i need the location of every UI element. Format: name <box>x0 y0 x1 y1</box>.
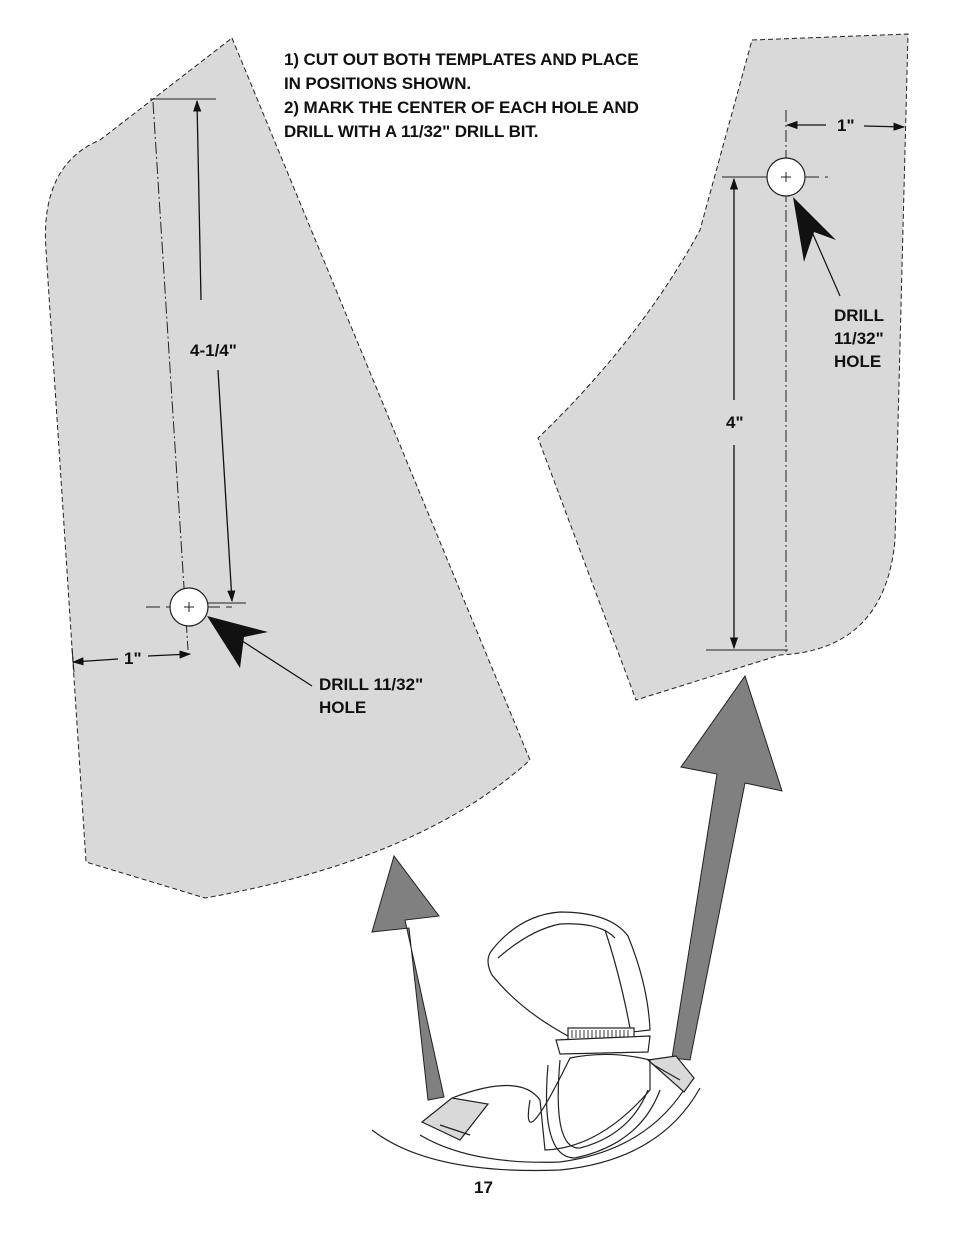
left-vertical-dimension-label: 4-1/4" <box>190 341 237 360</box>
left-drill-label-line-1: DRILL 11/32" <box>319 675 424 694</box>
right-drill-label-line-1: DRILL <box>834 306 885 325</box>
left-template-shape <box>44 37 531 899</box>
right-horizontal-dimension-label: 1" <box>837 116 855 135</box>
left-template <box>44 37 531 899</box>
right-vertical-dimension-label: 4" <box>726 413 744 432</box>
left-leader-line <box>235 636 313 687</box>
left-pointer-arrow <box>371 854 445 1101</box>
left-horizontal-dimension-label: 1" <box>124 649 142 668</box>
left-horizontal-dimension-right <box>147 650 192 659</box>
instruction-line-1: 1) CUT OUT BOTH TEMPLATES AND PLACE <box>284 50 639 69</box>
instructions: 1) CUT OUT BOTH TEMPLATES AND PLACE IN P… <box>284 48 724 144</box>
left-vertical-dimension-lower <box>217 369 236 603</box>
right-template <box>537 33 909 701</box>
left-leader-arrow <box>207 616 268 668</box>
page-number: 17 <box>474 1178 493 1197</box>
instruction-line-2: IN POSITIONS SHOWN. <box>284 74 472 93</box>
right-horizontal-dimension-right <box>863 122 906 131</box>
left-horizontal-dimension-left <box>71 657 119 666</box>
instruction-line-4: DRILL WITH A 11/32" DRILL BIT. <box>284 122 539 141</box>
right-leader-arrow <box>793 197 836 262</box>
right-template-shape <box>537 33 909 701</box>
left-centerline <box>152 101 189 651</box>
right-drill-label-line-3: HOLE <box>834 352 882 371</box>
left-vertical-dimension-upper <box>193 99 202 301</box>
mower-seat-illustration <box>371 911 701 1172</box>
left-drill-label-line-2: HOLE <box>319 698 367 717</box>
right-pointer-arrow <box>671 674 783 1061</box>
right-leader-line <box>811 231 841 297</box>
instruction-line-3: 2) MARK THE CENTER OF EACH HOLE AND <box>284 98 639 117</box>
right-drill-label-line-2: 11/32" <box>834 329 884 348</box>
